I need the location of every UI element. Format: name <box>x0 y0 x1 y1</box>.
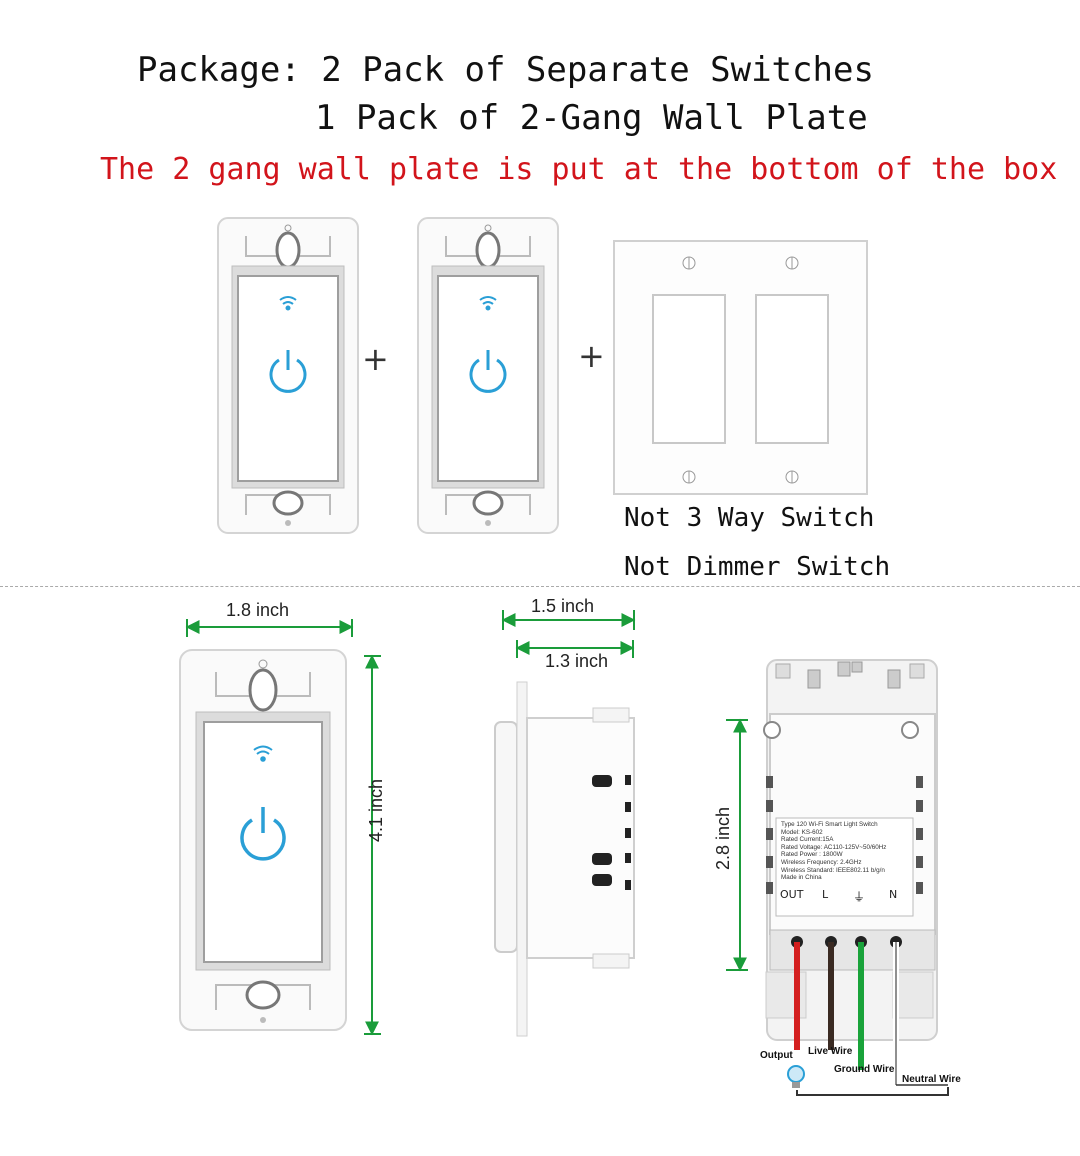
spec-label: Type 120 Wi-Fi Smart Light Switch Model:… <box>781 821 915 882</box>
back-height-label: 2.8 inch <box>713 806 733 870</box>
neutral-wire-label: Neutral Wire <box>902 1074 961 1085</box>
terminal-neutral: N <box>889 888 898 901</box>
screw-icon <box>785 256 799 270</box>
power-icon <box>240 807 286 861</box>
screw-icon <box>785 470 799 484</box>
spec-line: Wireless Standard: IEEE802.11 b/g/n <box>781 866 885 874</box>
screw-icon <box>682 470 696 484</box>
output-label: Output <box>760 1050 793 1061</box>
spec-line: Rated Power : 1800W <box>781 851 843 859</box>
front-width-label: 1.8 inch <box>226 600 290 620</box>
power-icon <box>469 350 507 393</box>
spec-line: Wireless Frequency: 2.4GHz <box>781 858 862 866</box>
terminal-live: L <box>822 888 829 901</box>
wifi-icon <box>479 296 497 311</box>
wifi-icon <box>253 745 273 762</box>
lightbulb-icon <box>787 1065 805 1088</box>
ground-icon: ⏚ <box>853 890 866 904</box>
plus-sign: + <box>578 337 605 375</box>
note-not-dimmer: Not Dimmer Switch <box>624 552 891 582</box>
warning-text: The 2 gang wall plate is put at the bott… <box>100 152 1058 187</box>
package-line-1: Package: 2 Pack of Separate Switches <box>137 50 874 90</box>
smart-switch-2 <box>416 216 560 535</box>
front-view-switch <box>179 649 347 1031</box>
side-outer-depth-label: 1.5 inch <box>531 596 595 616</box>
side-inner-depth-label: 1.3 inch <box>545 651 609 671</box>
wifi-icon <box>279 296 297 311</box>
package-line-2: 1 Pack of 2-Gang Wall Plate <box>315 98 868 138</box>
spec-line: Type 120 Wi-Fi Smart Light Switch <box>781 821 878 828</box>
spec-line: Model: KS-602 <box>781 828 823 836</box>
two-gang-wall-plate <box>613 240 868 495</box>
terminal-out: OUT <box>780 888 804 901</box>
ground-wire-label: Ground Wire <box>834 1064 895 1075</box>
spec-line: Rated Current:15A <box>781 836 834 844</box>
smart-switch-1 <box>216 216 360 535</box>
side-view-switch <box>494 681 635 1037</box>
note-not-3-way: Not 3 Way Switch <box>624 503 875 533</box>
dimension-illustration <box>179 610 949 1096</box>
front-height-label: 4.1 inch <box>366 778 386 842</box>
package-contents-illustration <box>216 216 868 535</box>
plus-sign: + <box>362 340 389 378</box>
power-icon <box>269 350 307 393</box>
section-divider <box>0 586 1080 587</box>
spec-line: Made in China <box>781 874 822 882</box>
live-wire-label: Live Wire <box>808 1046 853 1057</box>
screw-icon <box>682 256 696 270</box>
spec-line: Rated Voltage: AC110-125V~50/60Hz <box>781 843 887 851</box>
